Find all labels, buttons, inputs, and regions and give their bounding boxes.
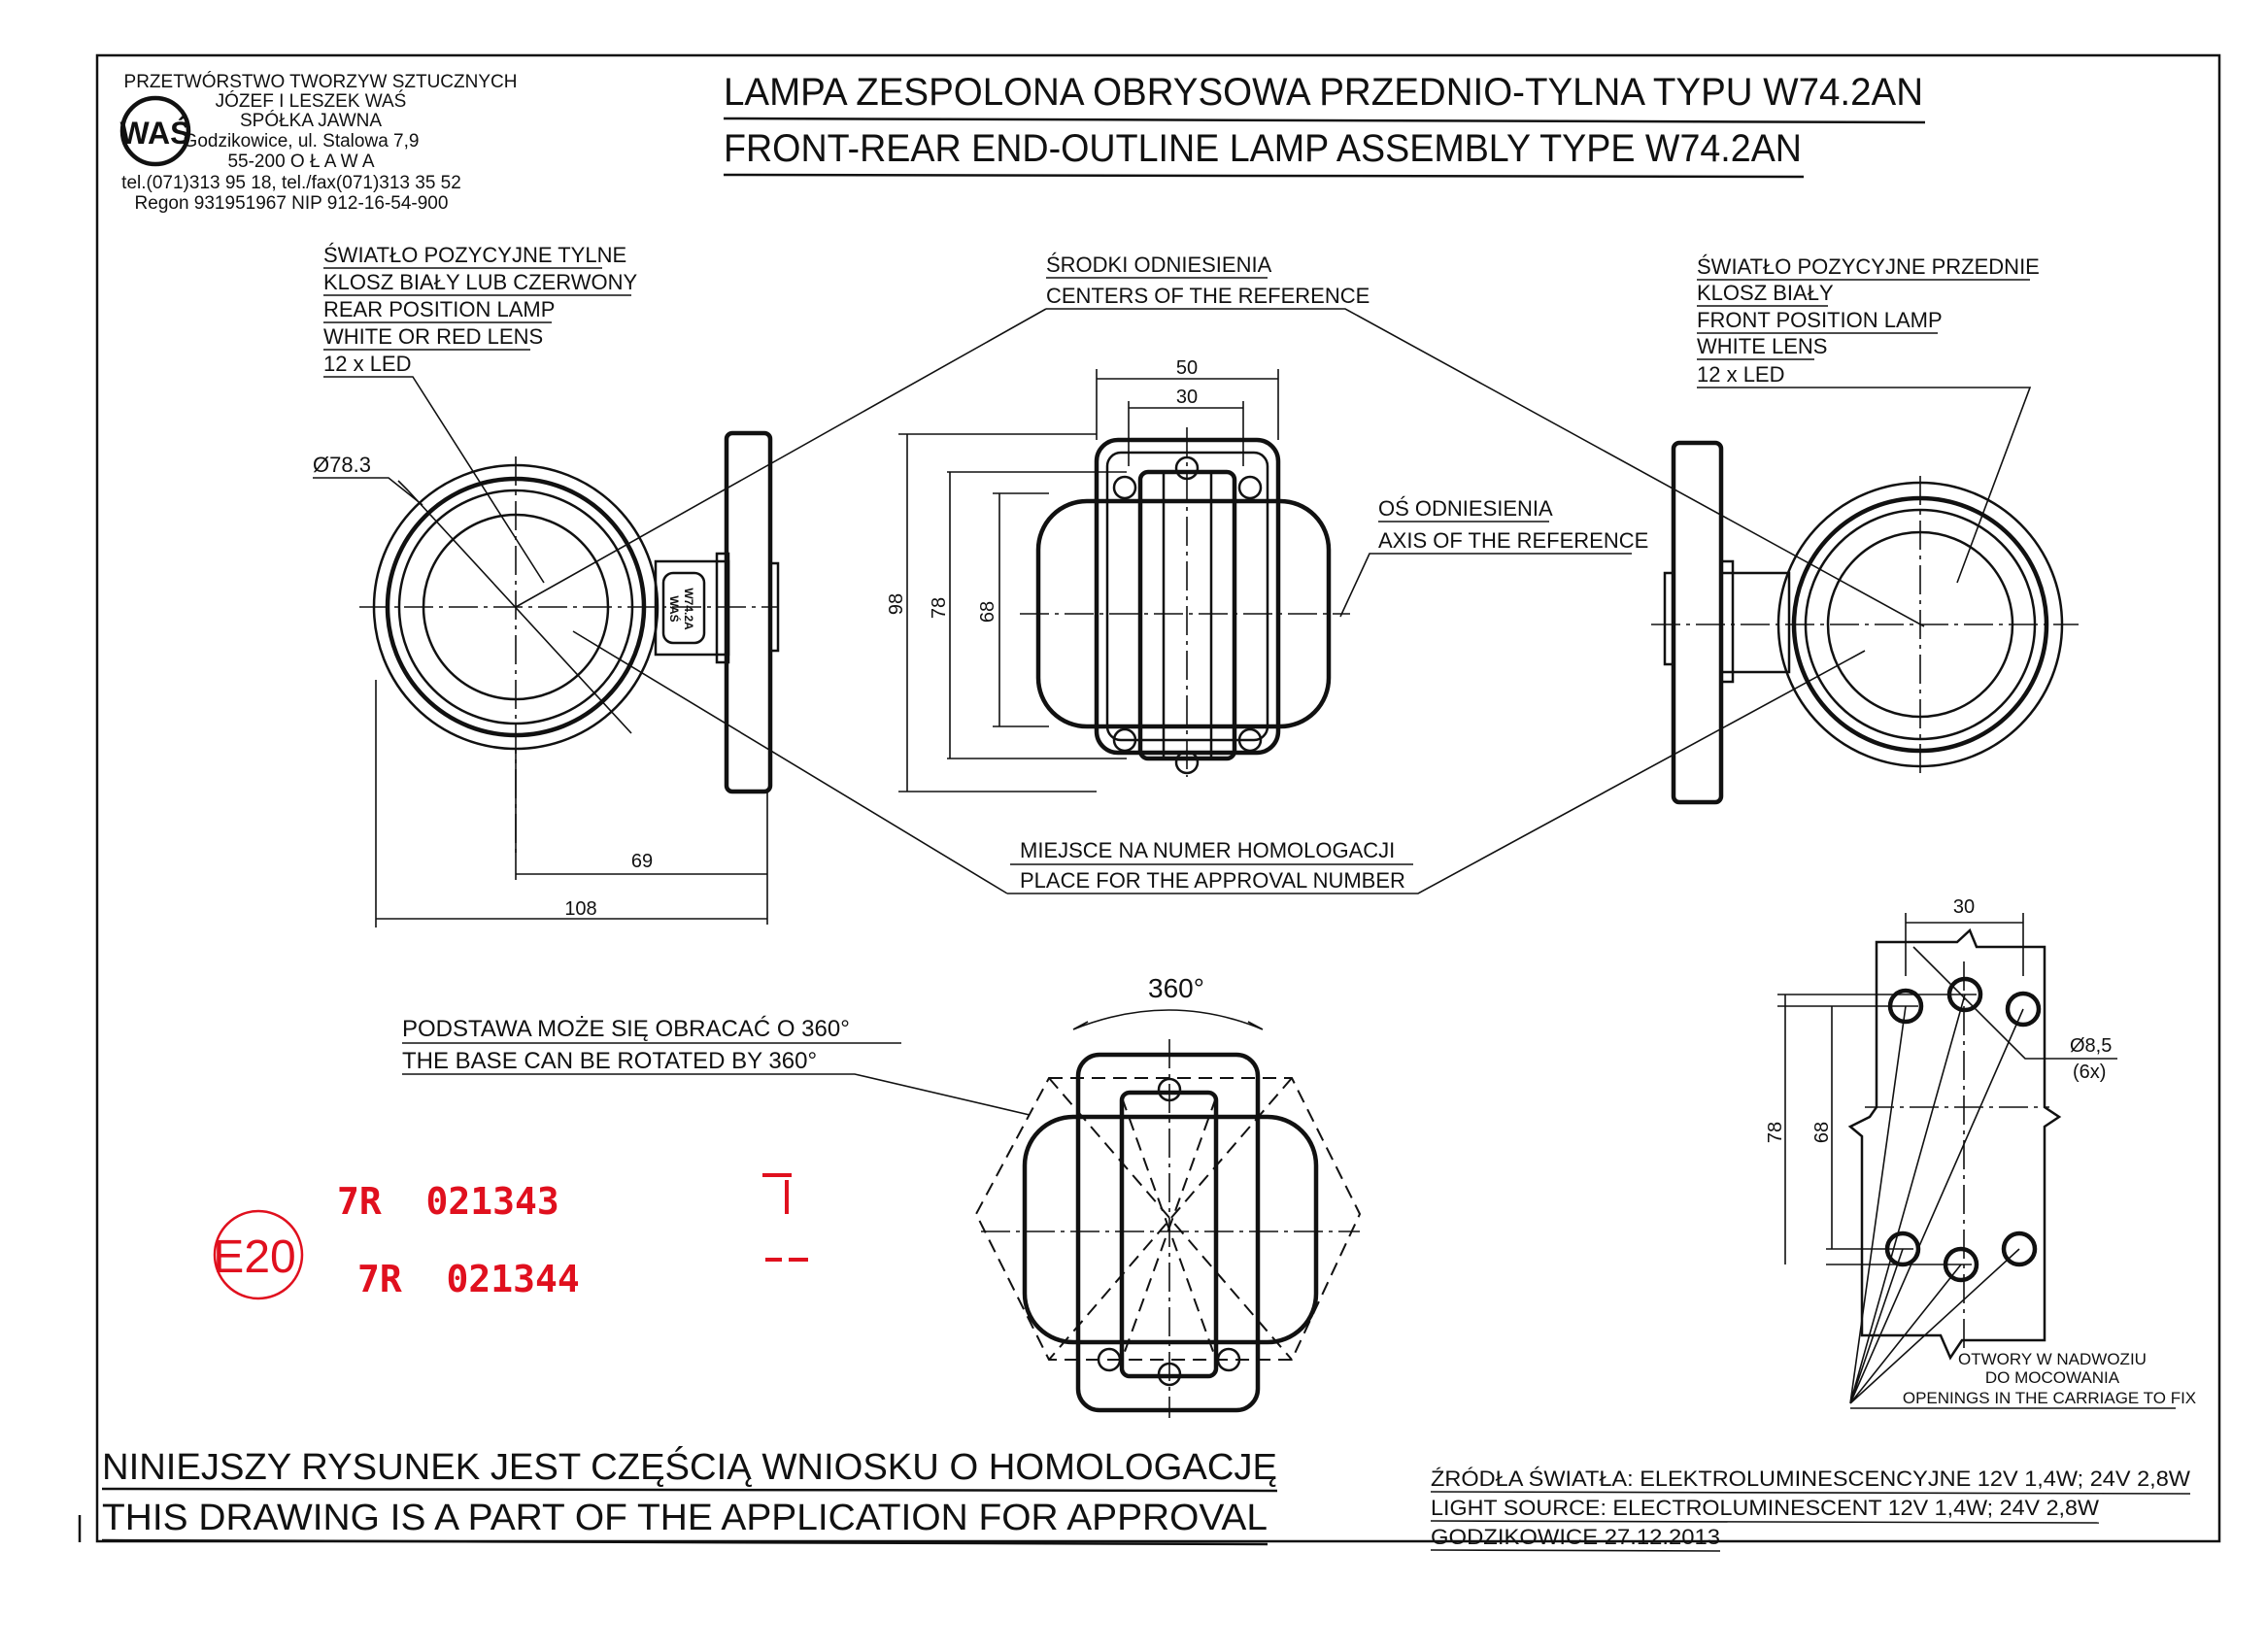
rear-lamp-side-view: WAŚ W74.2A Ø78.3 69 108 [313, 430, 780, 927]
svg-text:KLOSZ BIAŁY: KLOSZ BIAŁY [1697, 281, 1834, 305]
company-logo: WAŚ [120, 95, 191, 167]
approval-number-2: 7R 021344 [357, 1258, 580, 1300]
mounting-hole-pattern: 30 Ø8,5 (6x) 78 68 [1765, 896, 2117, 1404]
company-address: Godzikowice, ul. Stalowa 7,9 [184, 131, 420, 152]
dimension-108: 108 [564, 898, 596, 920]
svg-text:WAŚ: WAŚ [667, 595, 682, 622]
front-lamp-side-view [1651, 440, 2079, 805]
svg-text:12 x LED: 12 x LED [1697, 362, 1785, 387]
svg-text:KLOSZ BIAŁY LUB CZERWONY: KLOSZ BIAŁY LUB CZERWONY [323, 270, 637, 294]
rotation-label: 360° [1148, 973, 1204, 1003]
approval-number-1: 7R 021343 [337, 1180, 559, 1223]
svg-text:AXIS OF THE REFERENCE: AXIS OF THE REFERENCE [1378, 528, 1648, 553]
company-name: PRZETWÓRSTWO TWORZYW SZTUCZNYCH [124, 71, 518, 92]
base-rotation-label: PODSTAWA MOŻE SIĘ OBRACAĆ O 360° THE BAS… [402, 1016, 1031, 1116]
company-owners: JÓZEF I LESZEK WAŚ [216, 90, 407, 112]
homologation-note: NINIEJSZY RYSUNEK JEST CZĘŚCIĄ WNIOSKU O… [101, 1444, 1278, 1546]
svg-text:NINIEJSZY RYSUNEK JEST CZĘŚCIĄ: NINIEJSZY RYSUNEK JEST CZĘŚCIĄ WNIOSKU O… [102, 1444, 1277, 1488]
drawing-frame [95, 53, 2221, 1543]
company-block: WAŚ PRZETWÓRSTWO TWORZYW SZTUCZNYCH JÓZE… [120, 71, 518, 214]
title-underline [723, 117, 1926, 124]
dimension-50: 50 [1176, 357, 1198, 379]
svg-text:THIS DRAWING IS A PART OF THE: THIS DRAWING IS A PART OF THE APPLICATIO… [102, 1498, 1268, 1538]
reference-axis-label: OŚ ODNIESIENIA AXIS OF THE REFERENCE [1339, 496, 1648, 618]
dimension-98: 98 [886, 593, 907, 615]
hole-diameter: Ø8,5 [2070, 1035, 2112, 1057]
diameter-label: Ø78.3 [313, 453, 371, 477]
rear-lamp-label: ŚWIATŁO POZYCYJNE TYLNE KLOSZ BIAŁY LUB … [323, 243, 637, 584]
svg-text:MIEJSCE NA NUMER HOMOLOGACJI: MIEJSCE NA NUMER HOMOLOGACJI [1020, 838, 1395, 862]
svg-text:WAŚ: WAŚ [120, 116, 191, 151]
dimension-68: 68 [977, 601, 998, 623]
approval-stamp: E20 7R 021343 7R 021344 [213, 1173, 808, 1300]
svg-text:OTWORY W NADWOZIU: OTWORY W NADWOZIU [1958, 1350, 2147, 1368]
light-source-polish: ŹRÓDŁA ŚWIATŁA: ELEKTROLUMINESCENCYJNE 1… [1431, 1467, 2190, 1491]
place-date: GODZIKOWICE 27.12.2013 [1431, 1525, 1720, 1549]
svg-text:12 x LED: 12 x LED [323, 352, 412, 376]
svg-text:ŚRODKI ODNIESIENIA: ŚRODKI ODNIESIENIA [1046, 253, 1272, 277]
svg-text:PODSTAWA MOŻE SIĘ OBRACAĆ O 36: PODSTAWA MOŻE SIĘ OBRACAĆ O 360° [402, 1016, 850, 1042]
svg-text:FRONT POSITION LAMP: FRONT POSITION LAMP [1697, 308, 1943, 332]
hole-dimension-78: 78 [1765, 1122, 1786, 1143]
svg-text:ŚWIATŁO POZYCYJNE TYLNE: ŚWIATŁO POZYCYJNE TYLNE [323, 243, 626, 267]
hole-spacing-dimension: 30 [1953, 896, 1975, 918]
base-rotation-view: 360° [974, 973, 1362, 1418]
approval-place-label: MIEJSCE NA NUMER HOMOLOGACJI PLACE FOR T… [572, 630, 1866, 894]
svg-text:OPENINGS IN THE CARRIAGE TO FI: OPENINGS IN THE CARRIAGE TO FIX [1903, 1389, 2196, 1407]
reference-centers-label: ŚRODKI ODNIESIENIA CENTERS OF THE REFERE… [515, 253, 1925, 627]
svg-text:WHITE OR RED LENS: WHITE OR RED LENS [323, 324, 543, 349]
approval-mark: E20 [213, 1231, 295, 1283]
company-phone: tel.(071)313 95 18, tel./fax(071)313 35 … [121, 173, 461, 193]
center-front-view: 50 30 98 78 68 [886, 357, 1350, 792]
dimension-30: 30 [1176, 387, 1198, 408]
svg-text:OŚ ODNIESIENIA: OŚ ODNIESIENIA [1378, 496, 1553, 521]
dimension-78: 78 [929, 597, 950, 619]
light-source-english: LIGHT SOURCE: ELECTROLUMINESCENT 12V 1,4… [1431, 1496, 2099, 1520]
svg-text:PLACE FOR THE APPROVAL NUMBER: PLACE FOR THE APPROVAL NUMBER [1020, 868, 1405, 893]
title-english: FRONT-REAR END-OUTLINE LAMP ASSEMBLY TYP… [724, 127, 1802, 170]
svg-text:ŚWIATŁO POZYCYJNE PRZEDNIE: ŚWIATŁO POZYCYJNE PRZEDNIE [1697, 254, 2040, 279]
lamp-marking: WAŚ W74.2A [667, 588, 695, 630]
svg-text:W74.2A: W74.2A [682, 588, 695, 630]
company-city: 55-200 O Ł A W A [227, 152, 374, 172]
svg-text:CENTERS OF THE REFERENCE: CENTERS OF THE REFERENCE [1046, 284, 1370, 308]
svg-text:WHITE LENS: WHITE LENS [1697, 334, 1827, 358]
svg-text:REAR POSITION LAMP: REAR POSITION LAMP [323, 297, 555, 321]
front-lamp-label: ŚWIATŁO POZYCYJNE PRZEDNIE KLOSZ BIAŁY F… [1697, 254, 2040, 584]
dimension-69: 69 [631, 851, 653, 872]
hole-count: (6x) [2073, 1062, 2106, 1083]
svg-text:DO MOCOWANIA: DO MOCOWANIA [1985, 1368, 2120, 1387]
svg-text:THE BASE CAN BE ROTATED BY 360: THE BASE CAN BE ROTATED BY 360° [402, 1048, 817, 1074]
hole-dimension-68: 68 [1811, 1122, 1833, 1143]
mounting-holes-label: OTWORY W NADWOZIU DO MOCOWANIA OPENINGS … [1850, 1350, 2196, 1409]
company-type: SPÓŁKA JAWNA [240, 110, 382, 131]
company-registration: Regon 931951967 NIP 912-16-54-900 [135, 193, 449, 214]
light-source-info: ŹRÓDŁA ŚWIATŁA: ELEKTROLUMINESCENCYJNE 1… [1430, 1467, 2190, 1552]
title-polish: LAMPA ZESPOLONA OBRYSOWA PRZEDNIO-TYLNA … [724, 71, 1923, 114]
title-underline [723, 173, 1805, 179]
